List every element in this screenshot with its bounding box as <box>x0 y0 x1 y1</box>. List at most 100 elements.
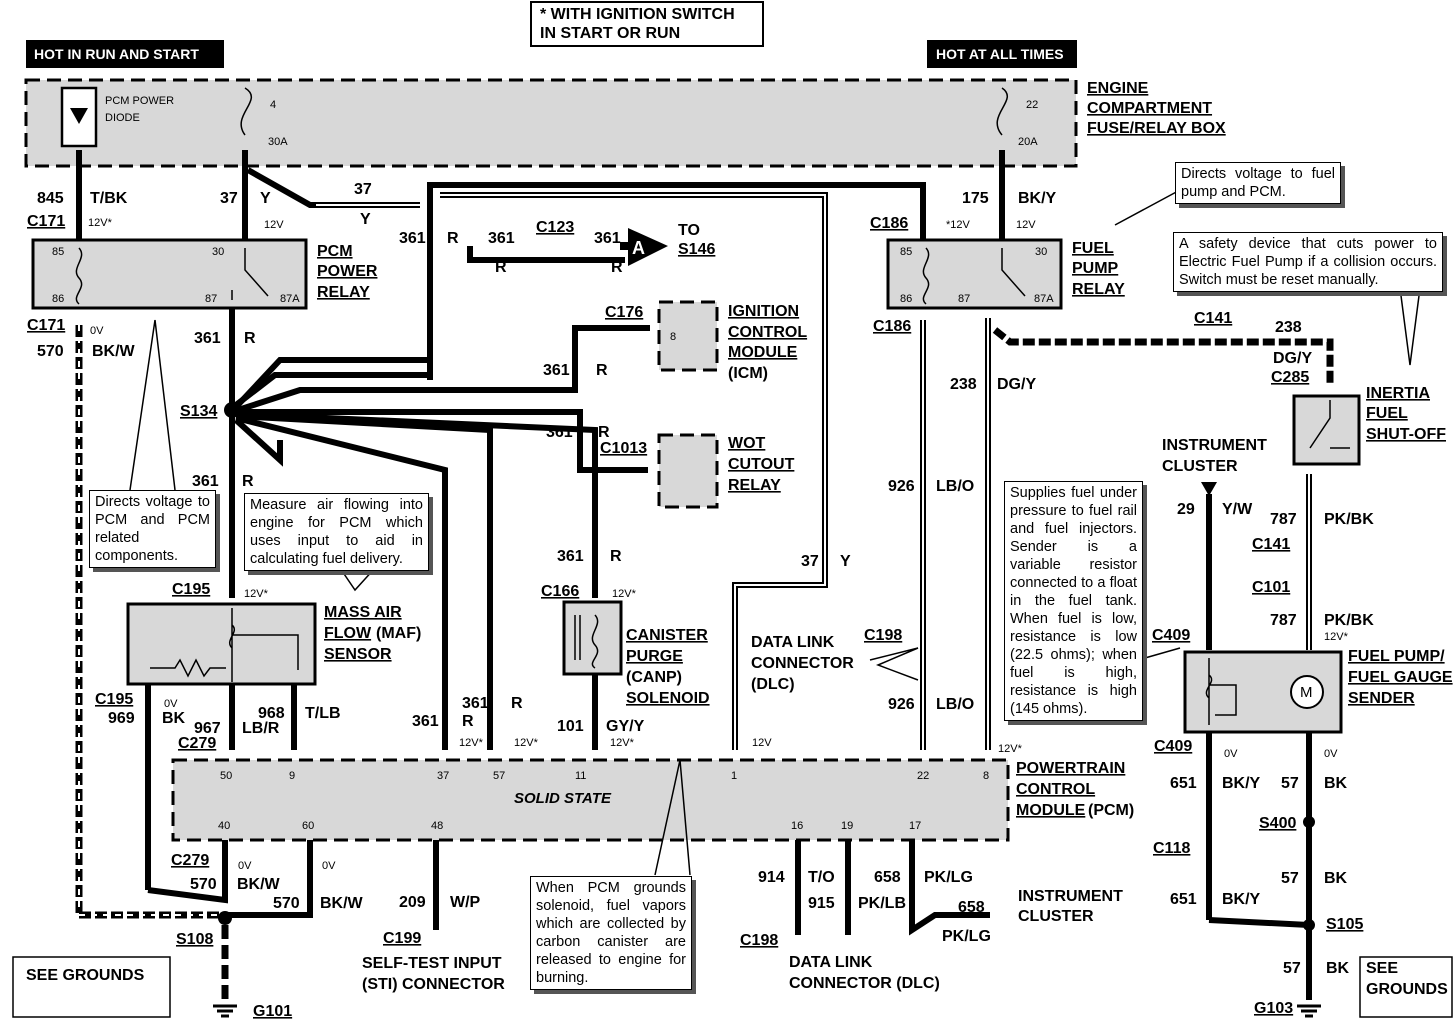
conn-c118: C118 <box>1153 840 1190 857</box>
wire-s134-to-icm <box>237 325 650 413</box>
wire-787-num: 787 <box>1270 511 1297 528</box>
conn-c171-top: C171 <box>27 213 65 230</box>
fuse-22-number: 22 <box>1026 99 1038 111</box>
arrow-a <box>628 228 668 266</box>
fuse-box-label-1: ENGINE <box>1087 80 1149 97</box>
wire-787-num-b: 787 <box>1270 612 1297 629</box>
wire-57-num: 57 <box>1281 775 1299 792</box>
wire-101-num: 101 <box>557 718 584 735</box>
fuse-box-label-2: COMPARTMENT <box>1087 100 1212 117</box>
pcm-pin-60: 60 <box>302 820 314 832</box>
wire-238-color-b: DG/Y <box>1273 350 1312 367</box>
wire-658-num-b: 658 <box>958 899 985 916</box>
wire-968-color: T/LB <box>305 705 341 722</box>
dlc-connector-symbol <box>869 647 919 681</box>
wire-570-color: BK/W <box>92 343 136 360</box>
fuse-box-label-3: FUSE/RELAY BOX <box>1087 120 1226 137</box>
note-sender: Supplies fuel under pressure to fuel rai… <box>1004 481 1143 721</box>
pcm-pin-19: 19 <box>841 820 853 832</box>
wire-658-num: 658 <box>874 869 901 886</box>
conn-c141-top: C141 <box>1194 310 1232 327</box>
pcm-power-relay <box>31 238 308 310</box>
conn-c198-top: C198 <box>864 627 902 644</box>
wire-361-label-h: 361 <box>557 548 584 565</box>
wire-s134-b0 <box>233 300 433 410</box>
dlc2-label-1: DATA LINK <box>789 954 873 971</box>
conn-c123: C123 <box>536 219 574 236</box>
inertia-label-1: INERTIA <box>1366 385 1430 402</box>
pump-motor-m: M <box>1300 684 1313 701</box>
wire-361-label-b: 361 <box>488 230 515 247</box>
wire-238-num: 238 <box>950 376 977 393</box>
ground-g101: G101 <box>253 1003 292 1020</box>
wire-570-num-b: 570 <box>190 876 217 893</box>
fuse-4-amp: 30A <box>268 136 288 148</box>
pcm-relay-pin-30: 30 <box>212 246 224 258</box>
canp-symbol <box>574 614 599 669</box>
c279-0v-b: 0V <box>322 860 336 872</box>
callout-sender-pointer <box>1137 647 1181 661</box>
canp-label-2: PURGE <box>626 648 683 665</box>
wot-box <box>657 433 719 509</box>
pcm-pin-1: 1 <box>731 770 737 782</box>
note-maf: Measure air flowing into engine for PCM … <box>244 493 429 571</box>
wire-361-to-c123 <box>467 246 625 263</box>
wire-s134-to-pcm57 <box>235 413 493 750</box>
fuel-pump-relay <box>886 238 1063 310</box>
pcm-pin-11: 11 <box>575 770 586 782</box>
see-grounds-right-label-1: SEE <box>1366 960 1398 977</box>
sender-label-3: SENDER <box>1348 690 1415 707</box>
inertia-switch-symbol <box>1309 400 1350 449</box>
pcm-module <box>171 758 1010 842</box>
conn-c195-top: C195 <box>172 581 210 598</box>
wire-s134-to-pcm37 <box>235 415 448 750</box>
fuse-4-symbol <box>240 87 252 136</box>
wire-29-num: 29 <box>1177 501 1195 518</box>
splice-s134-label: S134 <box>180 403 217 420</box>
wire-651-color: BK/Y <box>1222 775 1261 792</box>
fuel-relay-pin-30: 30 <box>1035 246 1047 258</box>
pcm-pin-40: 40 <box>218 820 230 832</box>
conn-c186-top: C186 <box>870 215 908 232</box>
wire-914-num: 914 <box>758 869 785 886</box>
c195-voltage: 12V* <box>244 588 269 600</box>
icm-label-3: MODULE <box>728 344 798 361</box>
wire-238-num-b: 238 <box>1275 319 1302 336</box>
wire-361-color-c: R <box>611 259 623 276</box>
wire-238-to-inertia <box>992 327 1334 384</box>
conn-c279-bottom: C279 <box>171 852 209 869</box>
ignition-note-line1: * WITH IGNITION SWITCH <box>540 6 735 23</box>
inertia-label-2: FUEL <box>1366 405 1408 422</box>
conn-c176: C176 <box>605 304 643 321</box>
wire-787-color-b: PK/BK <box>1324 612 1374 629</box>
pcm8-voltage: 12V* <box>998 743 1023 755</box>
fuel-relay-pin-86: 86 <box>900 293 912 305</box>
wire-57-color: BK <box>1324 775 1348 792</box>
wire-101-color: GY/Y <box>606 718 645 735</box>
inertia-label-3: SHUT-OFF <box>1366 426 1446 443</box>
c186-voltage-a: *12V <box>946 219 971 231</box>
wire-37-color: Y <box>260 190 271 207</box>
pcm-relay-pin-87: 87 <box>205 293 217 305</box>
wire-845-num: 845 <box>37 190 64 207</box>
pcm-pin-22: 22 <box>917 770 929 782</box>
conn-c101: C101 <box>1252 579 1290 596</box>
splice-s400 <box>1303 816 1315 828</box>
diode-label-1: PCM POWER <box>105 95 174 107</box>
hot-run-start-label: HOT IN RUN AND START <box>34 46 199 62</box>
wire-37-pcm-color: Y <box>840 553 851 570</box>
wire-37-pcm-num: 37 <box>801 553 819 570</box>
callout-safety-pointer <box>1399 287 1421 366</box>
pcm-relay-pin-87a: 87A <box>280 293 300 305</box>
maf-label-2b: (MAF) <box>376 625 421 642</box>
fuel-relay-coil <box>922 247 930 305</box>
pcm-relay-pin-86: 86 <box>52 293 64 305</box>
inertia-switch <box>1292 394 1361 466</box>
wire-845-color: T/BK <box>90 190 128 207</box>
wire-968-num: 968 <box>258 705 285 722</box>
wire-361-color-d: R <box>244 330 256 347</box>
wire-361-color-b: R <box>495 259 507 276</box>
canp-label-4: SOLENOID <box>626 690 710 707</box>
to-s146-line2: S146 <box>678 241 715 258</box>
wire-967-color: LB/R <box>242 720 280 737</box>
